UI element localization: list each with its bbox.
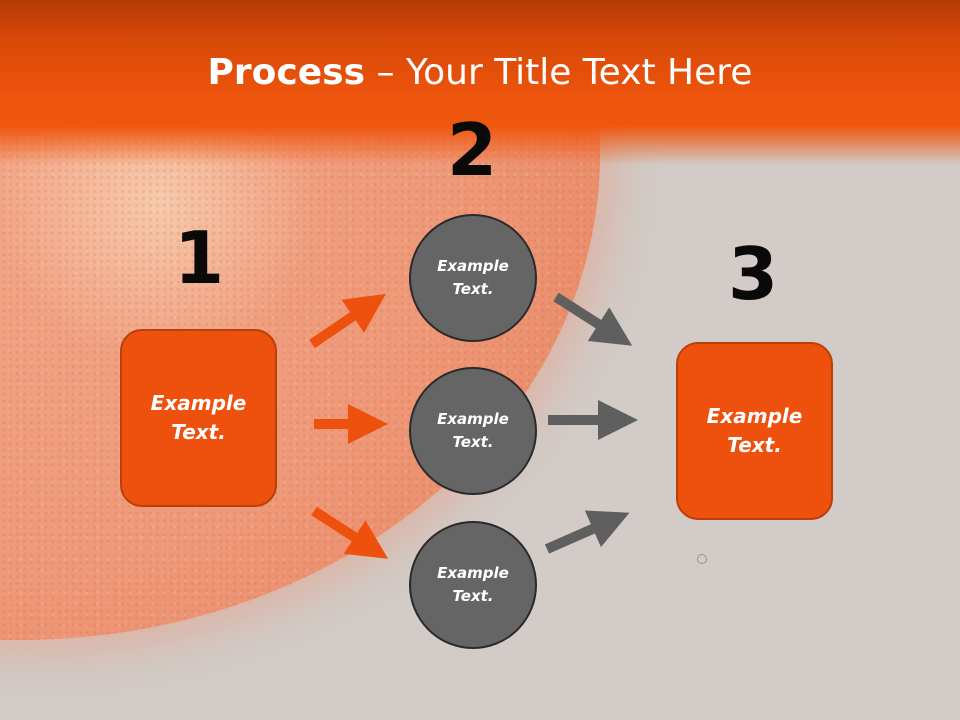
slide-title[interactable]: Process – Your Title Text Here [0,52,960,93]
title-band [0,0,960,165]
arrow-from-top-circle[interactable] [553,292,633,346]
arrow-to-top-circle[interactable] [309,293,386,349]
circle-middle-line2: Text. [452,433,494,451]
step-circle-top[interactable]: Example Text. [409,214,537,342]
right-box-line1: Example [706,404,803,428]
right-box-line2: Text. [727,433,782,457]
circle-top-line1: Example [437,257,509,275]
circle-bottom-line2: Text. [452,587,494,605]
arrow-to-bottom-circle[interactable] [311,506,389,559]
right-step-box[interactable]: Example Text. [676,342,833,520]
circle-middle-line1: Example [437,410,509,428]
title-bold: Process [207,52,366,93]
step-circle-middle[interactable]: Example Text. [409,367,537,495]
step-number-1[interactable]: 1 [173,216,225,300]
background-star [697,554,707,564]
arrow-from-bottom-circle[interactable] [544,510,630,554]
left-box-line2: Text. [171,420,226,444]
circle-top-line2: Text. [452,280,494,298]
title-rest: – Your Title Text Here [365,52,753,93]
step-number-2[interactable]: 2 [446,108,498,192]
left-step-box[interactable]: Example Text. [120,329,277,507]
step-circle-bottom[interactable]: Example Text. [409,521,537,649]
step-number-3[interactable]: 3 [727,232,779,316]
left-box-line1: Example [150,391,247,415]
circle-bottom-line1: Example [437,564,509,582]
